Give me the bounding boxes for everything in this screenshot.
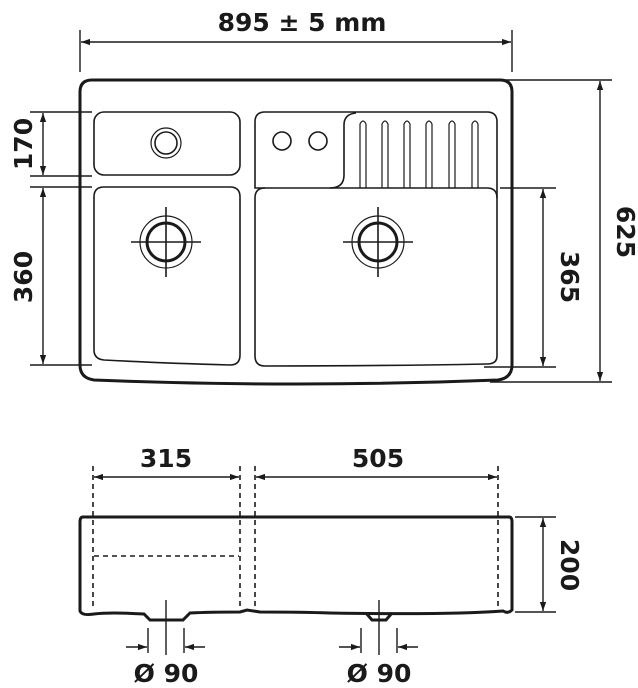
left-drain-label: Ø 90 bbox=[134, 659, 199, 688]
right-width-label: 505 bbox=[352, 444, 404, 473]
tray-drain-inner bbox=[154, 131, 178, 155]
left-basin bbox=[93, 186, 241, 366]
tap-hole-icon bbox=[272, 131, 292, 151]
right-drain-icon bbox=[343, 207, 413, 277]
right-basin bbox=[254, 187, 498, 367]
soap-tray bbox=[93, 111, 241, 176]
right-upper-deck bbox=[254, 111, 498, 198]
drainer-area bbox=[329, 112, 357, 189]
tray-drain-icon bbox=[150, 127, 182, 159]
right-drain-dimension bbox=[339, 600, 418, 655]
side-view: 315 505 200 Ø 90 Ø 90 bbox=[78, 444, 584, 688]
right-basin-label: 365 bbox=[555, 251, 584, 303]
left-basin-label: 360 bbox=[9, 251, 38, 303]
left-drain-dimension bbox=[126, 600, 205, 655]
tap-hole-icon bbox=[308, 131, 328, 151]
right-drain-label: Ø 90 bbox=[347, 659, 412, 688]
top-view: 895 ± 5 mm 170 360 365 625 bbox=[9, 8, 638, 386]
left-drain-icon bbox=[131, 207, 201, 277]
upper-depth-label: 170 bbox=[9, 118, 38, 170]
sink-outline bbox=[78, 78, 514, 386]
side-outline bbox=[78, 515, 514, 622]
width-label: 895 ± 5 mm bbox=[218, 8, 387, 37]
height-label: 200 bbox=[555, 539, 584, 591]
depth-label: 625 bbox=[611, 206, 638, 258]
left-width-label: 315 bbox=[140, 444, 192, 473]
drainer-ribs bbox=[359, 120, 479, 188]
